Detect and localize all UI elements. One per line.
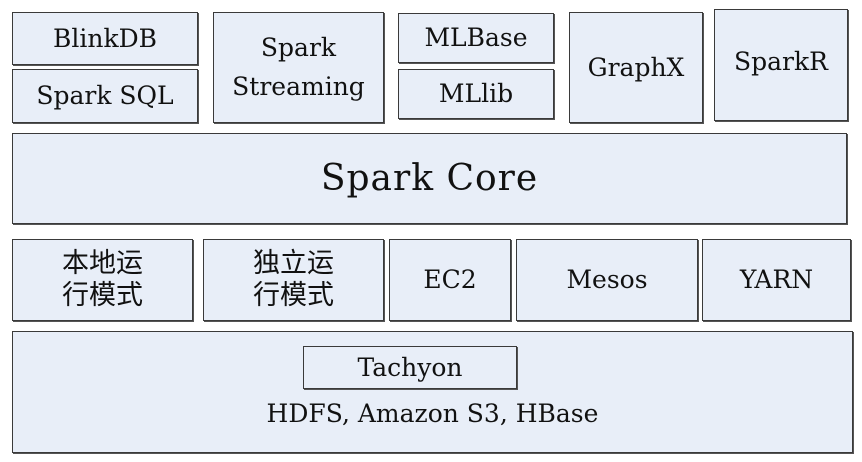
spark-streaming-label: Spark Streaming	[232, 32, 365, 101]
ec2-box: EC2	[389, 239, 511, 321]
local-mode-label: 本地运 行模式	[62, 247, 143, 311]
yarn-label: YARN	[739, 265, 814, 295]
spark-streaming-box: Spark Streaming	[213, 12, 384, 123]
mlbase-label: MLBase	[424, 23, 528, 53]
blinkdb-box: BlinkDB	[12, 12, 198, 65]
ec2-label: EC2	[423, 265, 477, 295]
sparkr-label: SparkR	[734, 47, 828, 77]
tachyon-box: Tachyon	[303, 346, 517, 389]
mllib-box: MLlib	[398, 69, 554, 119]
spark-core-label: Spark Core	[320, 158, 539, 199]
yarn-box: YARN	[702, 239, 851, 321]
mesos-label: Mesos	[566, 265, 648, 295]
graphx-box: GraphX	[569, 12, 703, 123]
storage-systems-label: HDFS, Amazon S3, HBase	[266, 399, 599, 428]
local-mode-box: 本地运 行模式	[12, 239, 193, 321]
standalone-mode-label: 独立运 行模式	[253, 247, 334, 311]
mllib-label: MLlib	[438, 79, 514, 109]
spark-sql-box: Spark SQL	[12, 69, 198, 123]
standalone-mode-box: 独立运 行模式	[203, 239, 384, 321]
mlbase-box: MLBase	[398, 13, 554, 63]
mesos-box: Mesos	[516, 239, 698, 321]
spark-core-box: Spark Core	[12, 133, 847, 224]
tachyon-label: Tachyon	[357, 352, 463, 382]
graphx-label: GraphX	[587, 52, 685, 82]
spark-sql-label: Spark SQL	[36, 81, 174, 111]
sparkr-box: SparkR	[714, 9, 848, 121]
storage-layer-box: Tachyon HDFS, Amazon S3, HBase	[12, 331, 853, 453]
blinkdb-label: BlinkDB	[52, 23, 158, 53]
